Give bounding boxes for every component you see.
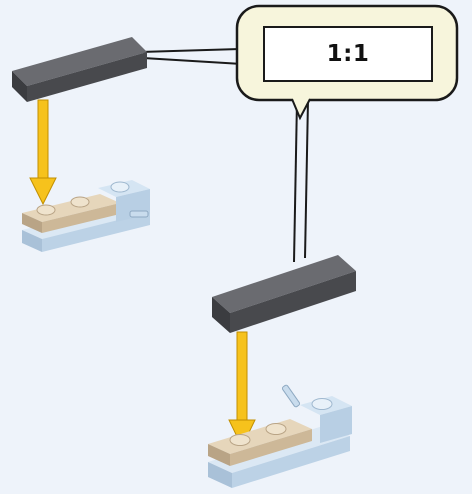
arrow-down-icon <box>29 99 57 206</box>
dark-tile-1 <box>12 37 147 102</box>
callout-leader-line-2a <box>293 99 298 263</box>
plate-assembly-2 <box>208 384 352 488</box>
callout-leader-line-1a <box>139 48 241 53</box>
scale-box <box>263 26 433 82</box>
callout-pointer <box>292 98 310 118</box>
scale-callout <box>139 4 459 263</box>
dark-tile-2 <box>212 255 356 333</box>
step-2 <box>208 255 356 488</box>
callout-leader-line-1b <box>142 57 243 65</box>
scale-label: 1:1 <box>326 41 370 67</box>
arrow-down-icon <box>228 331 256 449</box>
callout-leader-line-2b <box>304 99 309 259</box>
step-1 <box>12 37 150 252</box>
plate-assembly-1 <box>22 180 150 252</box>
